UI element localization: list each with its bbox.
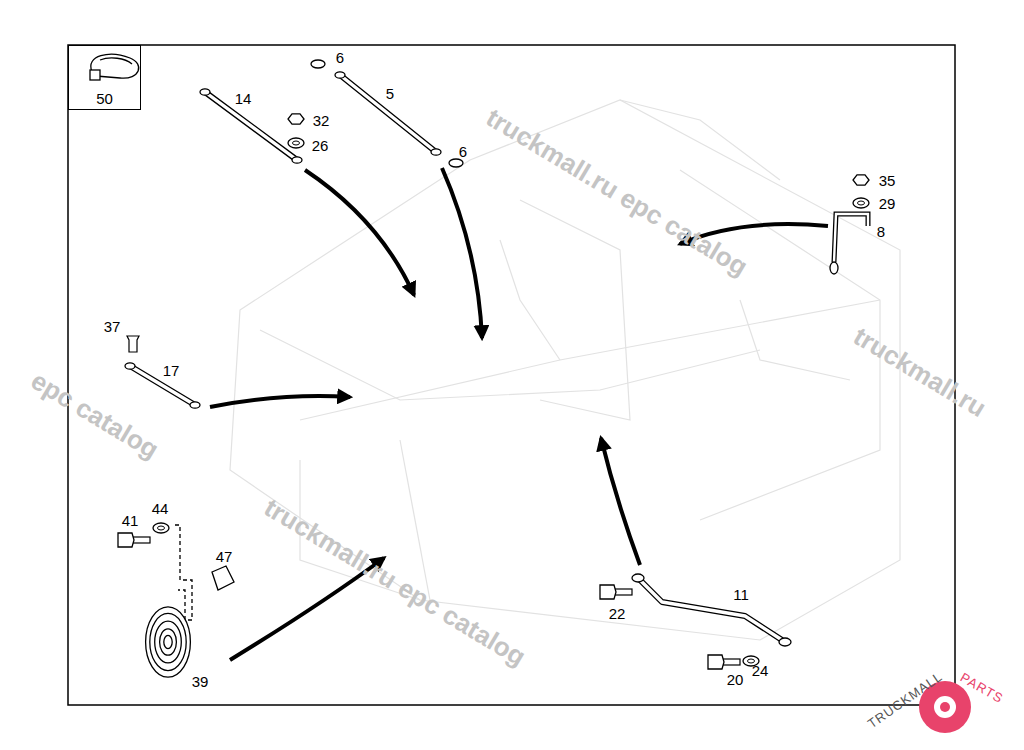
horn: [150, 613, 186, 670]
watermark: truckmall.ru: [850, 323, 991, 422]
clip: [212, 566, 234, 590]
cable: [640, 580, 782, 640]
callout-number: 41: [122, 513, 139, 528]
nut: [288, 114, 304, 124]
callout-number: 26: [312, 138, 329, 153]
horn: [155, 621, 182, 663]
callout-number: 8: [877, 224, 885, 239]
cable-lug: [830, 262, 838, 274]
callout-number: 39: [192, 674, 209, 689]
callout-number: 20: [727, 672, 744, 687]
cable: [335, 72, 441, 155]
callout-number: 14: [235, 91, 252, 106]
ground-strap: [834, 214, 868, 262]
callout-number: 6: [336, 50, 344, 65]
cable-lug: [311, 60, 325, 68]
callout-number: 11: [733, 587, 749, 602]
watermark: truckmall.ru epc catalog: [482, 104, 752, 280]
parts: [118, 60, 869, 677]
horn: [160, 629, 177, 655]
washer: [853, 198, 869, 208]
callout-number: 24: [752, 663, 769, 678]
cable-lug: [632, 574, 644, 582]
horn: [164, 635, 172, 648]
callout-number: 37: [104, 319, 121, 334]
watermark: truckmall.ru epc catalog: [260, 494, 530, 670]
callout-number: 32: [313, 113, 330, 128]
bolt: [600, 585, 632, 599]
cable-tie-icon: [90, 54, 139, 80]
callout-number: 22: [609, 606, 626, 621]
cable: [125, 363, 200, 408]
horn: [146, 607, 191, 677]
callout-number: 47: [216, 549, 233, 564]
watermark: epc catalog: [27, 367, 163, 463]
inset-box: 50: [68, 45, 141, 110]
callout-number: 17: [163, 363, 180, 378]
cable: [200, 89, 302, 163]
callout-number: 44: [152, 501, 169, 516]
callout-number: 6: [459, 144, 467, 159]
callout-number: 35: [879, 173, 896, 188]
callout-number: 29: [879, 196, 896, 211]
washer: [153, 523, 169, 533]
nut: [853, 175, 869, 185]
assembly-arrows: [210, 168, 828, 660]
cable-lug: [779, 638, 791, 646]
frame: [68, 45, 955, 705]
callout-number: 5: [386, 86, 394, 101]
callout-number: 50: [69, 90, 140, 107]
bolt: [118, 533, 150, 547]
cable-lug: [449, 159, 463, 167]
ground-strap: [834, 214, 868, 262]
horn-bracket: [175, 525, 192, 620]
cable: [640, 580, 782, 640]
washer: [288, 138, 304, 148]
rivet: [127, 336, 139, 352]
bolt: [708, 655, 740, 669]
